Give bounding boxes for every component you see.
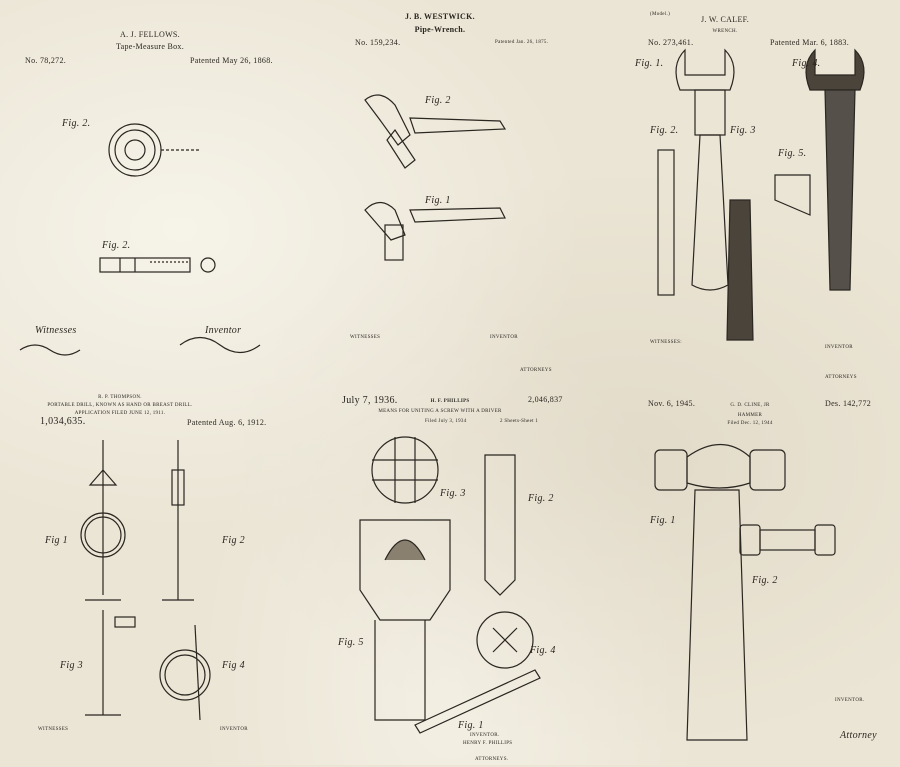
inventor-label: INVENTOR <box>490 335 518 340</box>
witnesses-label: WITNESSES <box>38 727 69 732</box>
title: Tape-Measure Box. <box>115 42 185 51</box>
filed-date: Filed July 3, 1934 <box>425 419 467 424</box>
patent-date: Nov. 6, 1945. <box>648 399 696 408</box>
title: PORTABLE DRILL, KNOWN AS HAND OR BREAST … <box>47 403 193 408</box>
figure-label: Fig. 2. <box>102 240 131 251</box>
patent-thompson: R. P. THOMPSON. PORTABLE DRILL, KNOWN AS… <box>0 385 300 767</box>
inventor-label: INVENTOR. <box>835 698 865 703</box>
inventor-label: INVENTOR <box>825 345 853 350</box>
patent-date: Patented Mar. 6, 1883. <box>770 38 850 47</box>
witnesses-label: WITNESSES: <box>650 340 682 345</box>
inventor: J. B. WESTWICK. <box>405 12 475 21</box>
breast-drill-drawing <box>80 440 211 721</box>
figure-label: Fig. 1 <box>650 515 676 526</box>
screwdriver-drawing <box>359 436 541 734</box>
inventor-label: Inventor <box>205 325 242 336</box>
inventor: A. J. FELLOWS. <box>120 30 180 39</box>
model-label: (Model.) <box>650 12 671 17</box>
patent-date: Patented Jan. 26, 1875. <box>495 40 549 45</box>
title: HAMMER <box>737 413 763 418</box>
inventor: H. F. PHILLIPS <box>430 399 470 404</box>
figure-label: Fig. 4 <box>530 645 556 656</box>
patent-number: 1,034,635. <box>40 416 86 427</box>
patent-date: Patented Aug. 6, 1912. <box>187 418 267 427</box>
tape-measure-drawing <box>19 123 261 356</box>
title: WRENCH. <box>712 29 738 34</box>
figure-label: Fig. 5 <box>338 637 364 648</box>
inventor: G. D. CLINE, JR <box>730 403 770 408</box>
patent-date: July 7, 1936. <box>342 395 398 406</box>
figure-label: Fig. 4. <box>792 58 821 69</box>
figure-label: Fig 4 <box>222 660 245 671</box>
patent-westwick: J. B. WESTWICK. Pipe-Wrench. No. 159,234… <box>300 0 600 382</box>
figure-label: Fig. 2. <box>62 118 91 129</box>
filed-date: Filed Dec. 12, 1944 <box>727 421 773 426</box>
application-filed: APPLICATION FILED JUNE 12, 1911. <box>74 411 166 416</box>
figure-label: Fig 3 <box>60 660 83 671</box>
wrench-drawing <box>657 48 865 341</box>
patent-phillips: July 7, 1936. H. F. PHILLIPS 2,046,837 M… <box>300 385 600 767</box>
attorneys-label: ATTORNEYS. <box>475 757 509 762</box>
patent-number: No. 78,272. <box>25 56 67 65</box>
attorneys-label: ATTORNEYS <box>520 368 552 373</box>
figure-label: Fig. 3 <box>440 488 466 499</box>
inventor-label: INVENTOR <box>220 727 248 732</box>
patent-date: Patented May 26, 1868. <box>190 56 273 65</box>
figure-label: Fig 2 <box>222 535 245 546</box>
figure-label: Fig. 2. <box>650 125 679 136</box>
figure-label: Fig. 1 <box>458 720 484 731</box>
pipe-wrench-drawing <box>364 94 507 261</box>
attorneys-label: ATTORNEYS <box>825 375 857 380</box>
patent-cline: Nov. 6, 1945. G. D. CLINE, JR Des. 142,7… <box>600 385 900 767</box>
patent-fellows: A. J. FELLOWS. Tape-Measure Box. No. 78,… <box>0 0 300 382</box>
patent-number: 2,046,837 <box>528 395 563 404</box>
witnesses-label: Witnesses <box>35 325 77 336</box>
patent-number: No. 159,234. <box>355 38 401 47</box>
title: MEANS FOR UNITING A SCREW WITH A DRIVER <box>378 409 502 414</box>
attorney-label: Attorney <box>840 730 877 741</box>
inventor-name: HENRY F. PHILLIPS <box>463 741 513 746</box>
figure-label: Fig. 3 <box>730 125 756 136</box>
figure-label: Fig. 1. <box>635 58 664 69</box>
figure-label: Fig 1 <box>45 535 68 546</box>
figure-label: Fig. 5. <box>778 148 807 159</box>
figure-label: Fig. 1 <box>425 195 451 206</box>
inventor-label: INVENTOR. <box>470 733 500 738</box>
figure-label: Fig. 2 <box>752 575 778 586</box>
patent-calef: (Model.) J. W. CALEF. WRENCH. No. 273,46… <box>600 0 900 382</box>
sheets: 2 Sheets-Sheet 1 <box>500 419 539 424</box>
hammer-drawing <box>654 444 836 741</box>
figure-label: Fig. 2 <box>425 95 451 106</box>
figure-label: Fig. 2 <box>528 493 554 504</box>
witnesses-label: WITNESSES <box>350 335 381 340</box>
patent-number: No. 273,461. <box>648 38 694 47</box>
title: Pipe-Wrench. <box>414 25 466 34</box>
patent-number: Des. 142,772 <box>825 399 872 408</box>
inventor: J. W. CALEF. <box>700 15 750 24</box>
inventor: R. P. THOMPSON. <box>98 395 142 400</box>
